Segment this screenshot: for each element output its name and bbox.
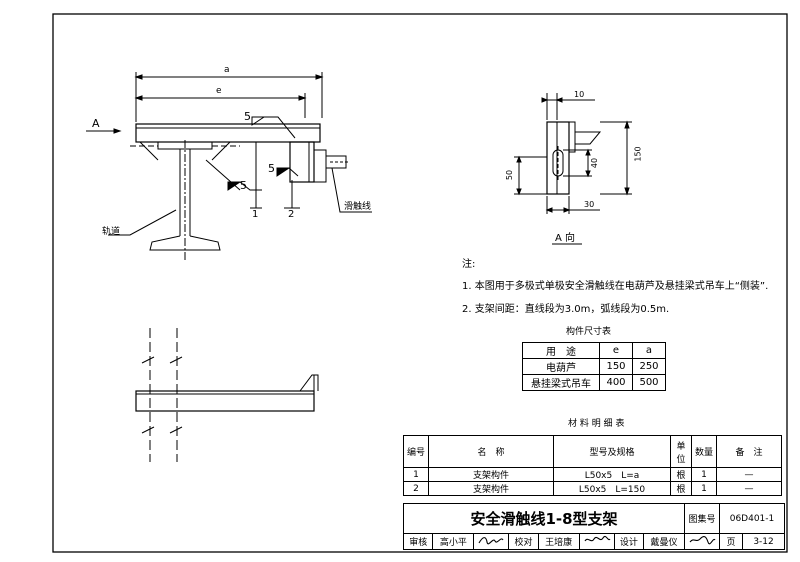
dimension-table-title: 构件尺寸表 — [566, 327, 612, 337]
weld-right-label: 5 — [268, 162, 275, 175]
table-row: 2 支架构件 L50x5 L=150 根 1 — — [403, 481, 782, 496]
material-table-title: 材 料 明 细 表 — [568, 419, 625, 429]
dim-e-label: e — [216, 86, 222, 96]
header-cell: 编号 — [403, 435, 429, 468]
note-1: 1. 本图用于多极式单极安全滑触线在电葫芦及悬挂梁式吊车上“侧装”. — [462, 281, 769, 292]
table-cell: — — [716, 481, 782, 496]
reviewer-signature — [473, 533, 510, 550]
checker-name: 王培康 — [537, 533, 580, 550]
drawing-title: 安全滑触线1-8型支架 — [403, 503, 685, 534]
table-row: 电葫芦 150 250 — [522, 358, 666, 375]
table-cell: 支架构件 — [428, 467, 554, 482]
weld-lower-label: 5 — [240, 179, 247, 192]
header-cell: 名 称 — [428, 435, 554, 468]
contact-line-label: 滑触线 — [344, 202, 372, 212]
table-cell: L50x5 L=150 — [553, 481, 671, 496]
atlas-label: 图集号 — [684, 503, 720, 534]
designer-name: 戴曼仪 — [643, 533, 685, 550]
note-2: 2. 支架间距：直线段为3.0m，弧线段为0.5m. — [462, 304, 670, 315]
review-label: 审核 — [402, 533, 434, 550]
atlas-number: 06D401-1 — [719, 503, 785, 534]
title-block: 安全滑触线1-8型支架 图集号 06D401-1 审核 高小平 校对 王培康 设… — [402, 503, 785, 550]
header-cell: a — [632, 342, 666, 359]
table-cell: — — [716, 467, 782, 482]
view-arrow-label: A — [92, 117, 100, 130]
designer-signature — [684, 533, 720, 550]
table-cell: 悬挂梁式吊车 — [522, 374, 600, 391]
table-header-row: 编号 名 称 型号及规格 单位 数量 备 注 — [403, 435, 782, 468]
reviewer-name: 高小平 — [432, 533, 475, 550]
dim-a-label: a — [224, 65, 230, 75]
header-cell: 备 注 — [716, 435, 782, 468]
design-label: 设计 — [613, 533, 645, 550]
part-1-label: 1 — [252, 209, 259, 220]
table-cell: 500 — [632, 374, 666, 391]
table-cell: 400 — [599, 374, 633, 391]
table-cell: 1 — [691, 467, 717, 482]
weld-top-label: 5 — [244, 110, 251, 123]
header-cell: e — [599, 342, 633, 359]
table-cell: 支架构件 — [428, 481, 554, 496]
table-row: 1 支架构件 L50x5 L=a 根 1 — — [403, 467, 782, 482]
table-cell: 1 — [691, 481, 717, 496]
table-cell: 根 — [670, 467, 692, 482]
checker-signature — [578, 533, 615, 550]
check-label: 校对 — [508, 533, 539, 550]
view-a-title: A 向 — [555, 233, 576, 244]
table-cell: 2 — [403, 481, 429, 496]
page-number: 3-12 — [742, 533, 785, 550]
part-2-label: 2 — [288, 209, 295, 220]
table-header-row: 用 途 e a — [522, 342, 666, 359]
notes-heading: 注: — [462, 259, 476, 270]
header-cell: 数量 — [691, 435, 717, 468]
header-cell: 单位 — [670, 435, 692, 468]
table-cell: L50x5 L=a — [553, 467, 671, 482]
table-cell: 250 — [632, 358, 666, 375]
header-cell: 用 途 — [522, 342, 600, 359]
table-cell: 150 — [599, 358, 633, 375]
table-cell: 根 — [670, 481, 692, 496]
dim-50-label: 50 — [505, 169, 515, 181]
dim-10-label: 10 — [574, 90, 585, 99]
page-label: 页 — [718, 533, 744, 550]
drawing-frame — [52, 13, 788, 553]
material-table: 编号 名 称 型号及规格 单位 数量 备 注 1 支架构件 L50x5 L=a … — [403, 435, 782, 496]
notes: 注: 1. 本图用于多极式单极安全滑触线在电葫芦及悬挂梁式吊车上“侧装”. 2.… — [462, 255, 768, 315]
table-row: 悬挂梁式吊车 400 500 — [522, 374, 666, 391]
dim-30-label: 30 — [584, 200, 595, 209]
table-cell: 1 — [403, 467, 429, 482]
table-cell: 电葫芦 — [522, 358, 600, 375]
dim-150-label: 150 — [633, 146, 643, 162]
header-cell: 型号及规格 — [553, 435, 671, 468]
dim-40-label: 40 — [590, 157, 600, 169]
rail-label: 轨道 — [102, 227, 121, 237]
dimension-table: 用 途 e a 电葫芦 150 250 悬挂梁式吊车 400 500 — [522, 342, 666, 391]
